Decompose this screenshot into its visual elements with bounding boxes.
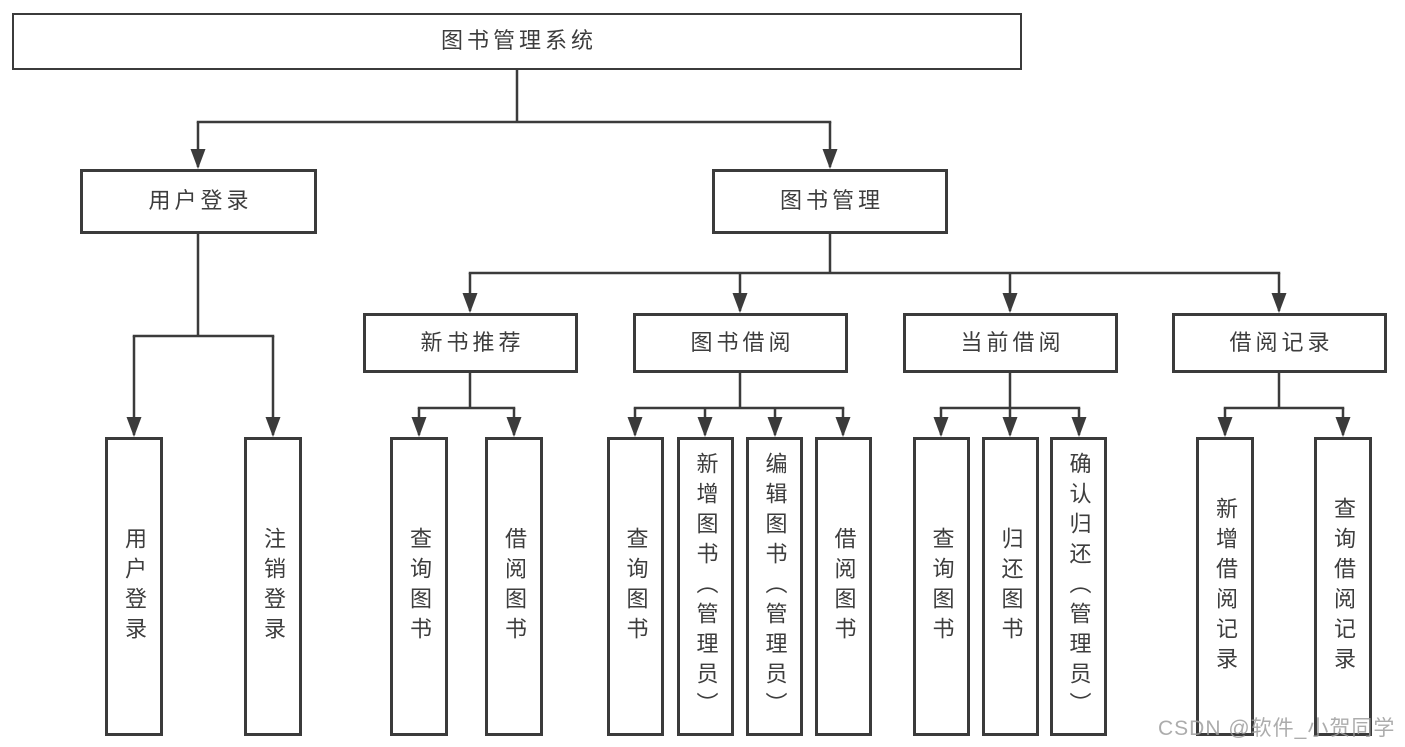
leaf-confirm-return-admin: 确认归还（管理员） [1050,437,1107,736]
leaf-user-login: 用户登录 [105,437,163,736]
leaf-label: 注销登录 [261,526,286,647]
leaf-query-books-2: 查询图书 [607,437,664,736]
leaf-label: 查询借阅记录 [1331,496,1356,677]
node-label: 用户登录 [148,188,253,214]
leaf-label: 归还图书 [998,526,1024,647]
node-book-management: 图书管理 [712,169,948,234]
leaf-return-books: 归还图书 [982,437,1039,736]
node-user-login: 用户登录 [80,169,317,234]
leaf-label: 新增图书（管理员） [693,451,719,722]
node-new-book-recommend: 新书推荐 [363,313,578,373]
node-label: 图书借阅 [690,329,795,355]
node-current-borrowing: 当前借阅 [903,313,1118,373]
leaf-label: 查询图书 [929,526,955,647]
node-borrowing-records: 借阅记录 [1172,313,1387,373]
node-label: 图书管理系统 [440,28,597,54]
leaf-query-borrow-record: 查询借阅记录 [1314,437,1372,736]
node-label: 借阅记录 [1229,329,1334,355]
node-label: 新书推荐 [420,329,525,355]
leaf-label: 查询图书 [623,526,649,647]
leaf-add-books-admin: 新增图书（管理员） [677,437,734,736]
leaf-borrow-books-2: 借阅图书 [815,437,872,736]
leaf-label: 新增借阅记录 [1213,496,1238,677]
leaf-label: 确认归还（管理员） [1066,451,1092,722]
leaf-label: 借阅图书 [502,526,527,647]
csdn-watermark: CSDN @软件_小贺同学 [1158,717,1396,740]
connector-arrows [126,122,1351,437]
node-library-management-system: 图书管理系统 [12,13,1022,70]
leaf-edit-books-admin: 编辑图书（管理员） [746,437,803,736]
leaf-logout: 注销登录 [244,437,302,736]
leaf-label: 编辑图书（管理员） [762,451,788,722]
node-label: 图书管理 [779,188,884,214]
leaf-label: 用户登录 [122,526,147,647]
leaf-query-books-3: 查询图书 [913,437,970,736]
node-label: 当前借阅 [960,329,1065,355]
leaf-label: 借阅图书 [831,526,857,647]
leaf-label: 查询图书 [407,526,432,647]
leaf-add-borrow-record: 新增借阅记录 [1196,437,1254,736]
node-book-borrowing: 图书借阅 [633,313,848,373]
leaf-query-books-1: 查询图书 [390,437,448,736]
leaf-borrow-books-1: 借阅图书 [485,437,543,736]
